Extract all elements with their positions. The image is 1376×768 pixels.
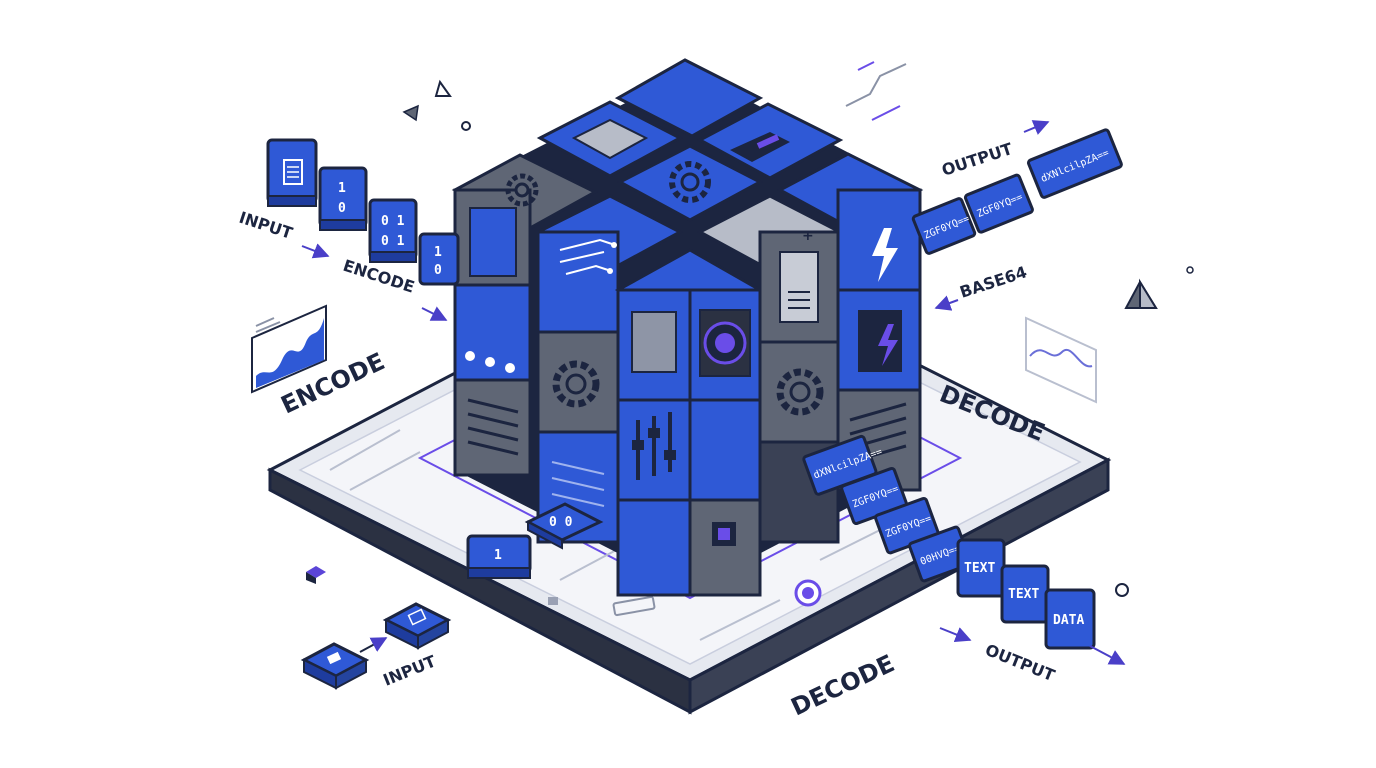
input-bottom-tiles	[300, 602, 452, 690]
svg-text:1: 1	[434, 245, 442, 260]
chart-icon	[1025, 316, 1097, 404]
string-tile: dXNlcilpZA==	[1026, 128, 1123, 199]
text-tile: TEXT	[956, 538, 1006, 598]
gear-icon	[669, 161, 711, 203]
svg-text:0: 0	[338, 201, 346, 216]
document-tile	[382, 602, 452, 650]
svg-text:0 0: 0 0	[549, 515, 573, 530]
lightning-icon	[872, 228, 898, 282]
sliders-icon	[632, 412, 676, 480]
slot-chip: 0 0	[524, 502, 604, 550]
svg-text:+: +	[802, 228, 814, 244]
document-icon	[283, 159, 303, 185]
gear-icon	[552, 360, 600, 408]
base64-label: BASE64	[957, 262, 1029, 301]
decode-bottom-label: DECODE	[787, 649, 899, 721]
svg-text:0: 0	[434, 263, 442, 278]
svg-text:TEXT: TEXT	[1008, 587, 1039, 602]
lightning-icon	[878, 324, 898, 366]
server-icon: +	[779, 228, 819, 323]
decoded-tiles: TEXT TEXT DATA	[956, 538, 1096, 650]
string-tile: ZGF0YQ==	[911, 197, 977, 255]
string-tile: 00HVQ==	[908, 525, 972, 583]
string-tile: ZGF0YQ==	[963, 173, 1034, 234]
bit-tile: 1 0	[418, 232, 460, 286]
chart-icon	[251, 304, 327, 394]
pyramid-icon	[1124, 278, 1158, 309]
document-tile	[266, 138, 318, 207]
text-tile: TEXT	[1000, 564, 1050, 624]
battery-icon	[612, 595, 656, 617]
circuit-icon	[559, 238, 617, 275]
input-label: INPUT	[237, 208, 295, 243]
input-tiles: 1 0 0 1 0 1 1 0	[266, 138, 460, 286]
svg-text:DATA: DATA	[1053, 613, 1084, 628]
cube-small-icon	[306, 566, 326, 584]
svg-text:1: 1	[494, 548, 502, 563]
triangle-icon	[402, 104, 419, 122]
bit-tile: 0 1 0 1	[368, 198, 418, 263]
svg-text:TEXT: TEXT	[964, 561, 995, 576]
svg-text:0 1: 0 1	[381, 214, 405, 229]
data-tile: DATA	[1044, 588, 1096, 650]
gear-icon	[776, 368, 824, 416]
input-bottom-label: INPUT	[380, 651, 438, 689]
bit-tile: 1 0	[318, 166, 368, 231]
output-string-tiles: ZGF0YQ== ZGF0YQ== dXNlcilpZA==	[911, 128, 1123, 255]
triangle-icon	[434, 79, 452, 97]
svg-text:1: 1	[338, 181, 346, 196]
svg-text:0 1: 0 1	[381, 234, 405, 249]
gear-icon	[505, 173, 539, 207]
decode-string-tiles: dXNlcilpZA== ZGF0YQ== ZGF0YQ== 00HVQ==	[802, 434, 972, 583]
document-tile	[300, 642, 370, 690]
output-label: OUTPUT	[939, 139, 1015, 180]
input-chip: 1	[466, 534, 532, 579]
lens-icon	[703, 321, 747, 365]
